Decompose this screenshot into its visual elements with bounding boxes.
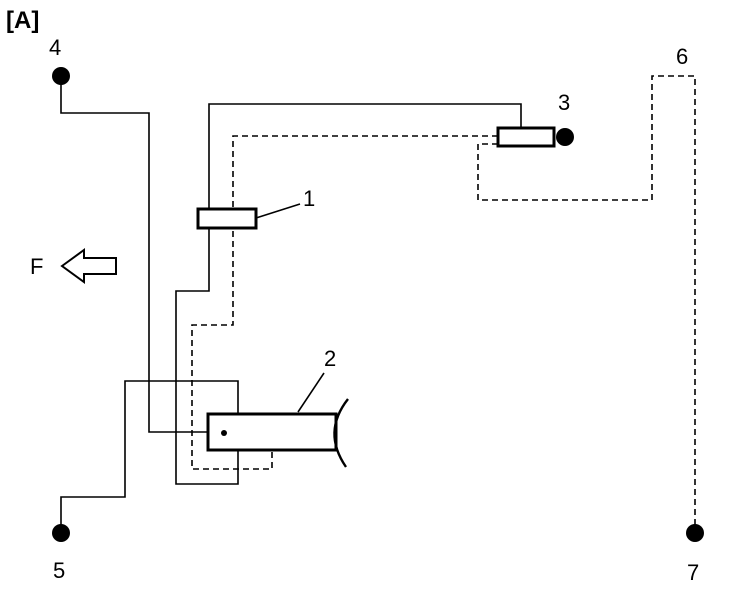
callout-3: 3 (558, 90, 570, 115)
terminal-7-dot (686, 524, 704, 542)
terminal-4-dot (52, 67, 70, 85)
leader-2 (297, 372, 325, 413)
callout-4: 4 (49, 35, 61, 60)
wire-terminal-5 (60, 103, 522, 533)
callout-2: 2 (324, 346, 336, 371)
leader-1 (255, 203, 301, 219)
callout-5: 5 (53, 558, 65, 583)
panel-label: [A] (6, 7, 39, 34)
callout-7: 7 (687, 560, 699, 585)
dashed-wire-terminal-6-7 (477, 75, 696, 533)
direction-label: F (30, 254, 43, 279)
component-2-pin (221, 430, 227, 436)
component-1 (196, 207, 258, 230)
component-3 (496, 126, 556, 148)
callout-1: 1 (303, 186, 315, 211)
wire-terminal-4 (60, 76, 220, 433)
terminal-3-dot (556, 128, 574, 146)
terminal-5-dot (52, 524, 70, 542)
component-2-curve (333, 398, 349, 468)
component-2 (206, 412, 338, 452)
dashed-wire-sensor (191, 135, 498, 470)
direction-arrow-icon (60, 248, 117, 284)
callout-6: 6 (676, 44, 688, 69)
